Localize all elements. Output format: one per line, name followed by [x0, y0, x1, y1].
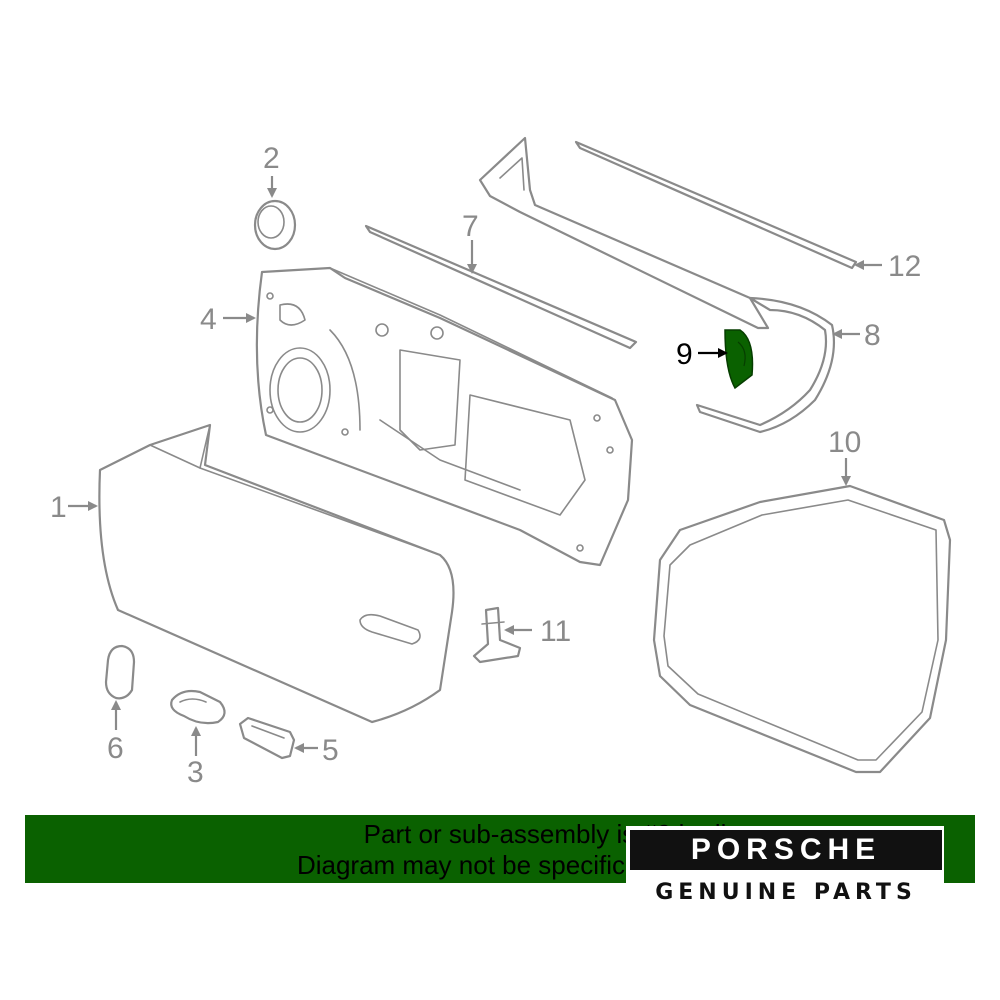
brand-wordmark: PORSCHE: [630, 830, 942, 870]
callout-2: 2: [263, 142, 280, 175]
outer-weatherstrip: [574, 140, 858, 270]
porsche-genuine-parts-logo: PORSCHE GENUINE PARTS: [626, 826, 944, 910]
handle-bracket: [238, 716, 296, 760]
callout-8: 8: [864, 319, 881, 352]
callout-11: 11: [540, 615, 571, 648]
door-seal-strip: [364, 224, 638, 350]
callout-6: 6: [107, 732, 124, 765]
callout-3: 3: [187, 756, 204, 789]
callout-10: 10: [828, 426, 861, 459]
window-frame-seal: [652, 484, 952, 774]
leader-lines: [68, 176, 882, 756]
door-inner-frame: [255, 266, 634, 567]
callout-1: 1: [50, 491, 67, 524]
callout-12: 12: [888, 250, 921, 283]
round-cap: [253, 199, 297, 251]
callout-4: 4: [200, 303, 217, 336]
brand-subtitle: GENUINE PARTS: [655, 880, 917, 905]
door-pin: [472, 606, 522, 664]
highlighted-part-9: [724, 329, 754, 390]
oval-plug: [104, 644, 136, 700]
callout-5: 5: [322, 734, 339, 767]
door-outer-panel: [98, 423, 455, 724]
window-channel: [478, 136, 835, 434]
callout-7: 7: [462, 210, 479, 243]
oval-cover: [170, 689, 226, 725]
callout-9: 9: [676, 338, 693, 371]
